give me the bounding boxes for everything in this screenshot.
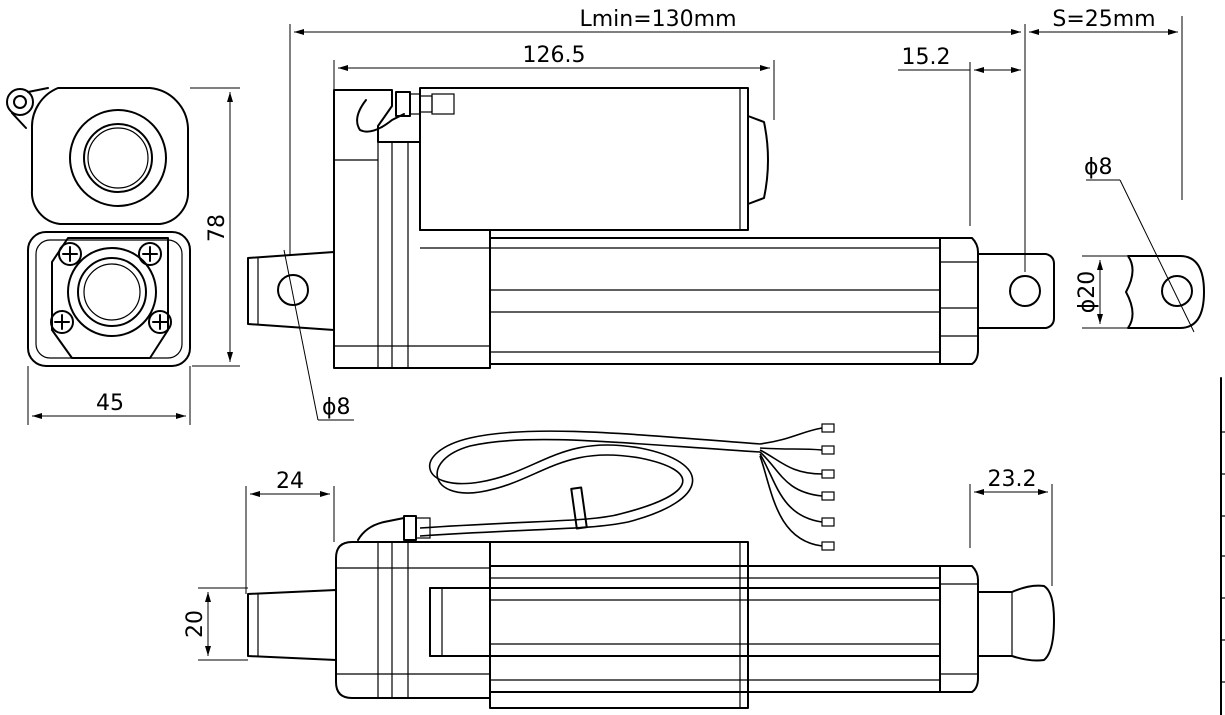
rod-hole-label: ϕ8 <box>1084 155 1113 180</box>
rod-end-label: 15.2 <box>902 45 951 70</box>
wire-leads <box>759 423 835 551</box>
stroke-label: S=25mm <box>1052 7 1155 32</box>
rod-diameter-label: ϕ20 <box>1075 271 1100 314</box>
body-length-label: 126.5 <box>523 43 586 68</box>
title-block-edge <box>1220 377 1225 715</box>
side-view: Lmin=130mm S=25mm 126.5 15.2 ϕ8 ϕ8 ϕ20 <box>247 7 1205 421</box>
end-view: 78 45 <box>6 87 240 425</box>
screw-top-right <box>138 242 162 266</box>
clevis-width-label: 20 <box>183 610 208 638</box>
lmin-label: Lmin=130mm <box>579 7 736 32</box>
rod-tip-length-label: 23.2 <box>988 467 1037 492</box>
screw-bottom-left <box>50 310 74 334</box>
rear-hole-label: ϕ8 <box>322 395 351 420</box>
top-view: 24 20 23.2 <box>183 423 1055 709</box>
width-label: 45 <box>96 391 124 416</box>
height-label: 78 <box>205 214 230 242</box>
clevis-length-label: 24 <box>276 469 304 494</box>
screw-bottom-right <box>148 310 172 334</box>
screw-top-left <box>58 242 82 266</box>
